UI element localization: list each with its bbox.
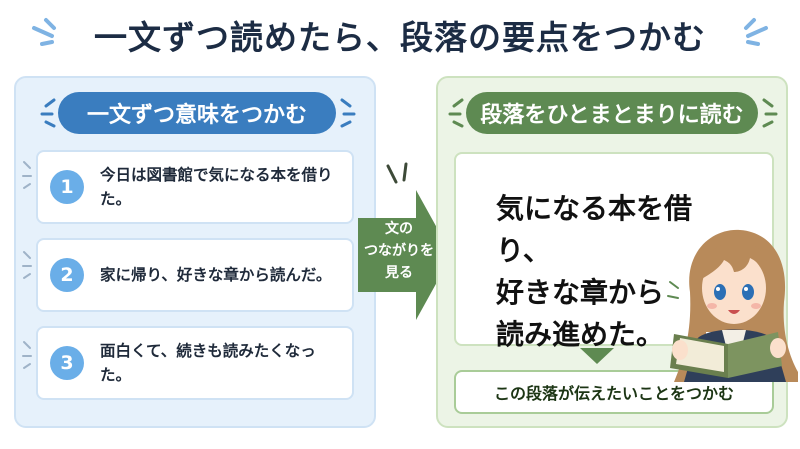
- emphasis-ticks-icon: [762, 98, 778, 128]
- sentence-panel: 一文ずつ意味をつかむ 1 今日は図書館で気になる本を借りた。 2 家に帰り、好き…: [14, 76, 376, 428]
- emphasis-ticks-icon: [386, 162, 408, 184]
- conclusion-box: この段落が伝えたいことをつかむ: [454, 370, 774, 414]
- step-text: 家に帰り、好きな章から読んだ。: [100, 266, 332, 284]
- connection-arrow: [358, 190, 452, 320]
- sentence-heading: 一文ずつ意味をつかむ: [58, 92, 336, 134]
- sentence-step-3: 3 面白くて、続きも読みたくなった。: [36, 326, 354, 400]
- emphasis-ticks-icon: [22, 341, 32, 369]
- arrow-label: 文の つながりを 見る: [364, 221, 434, 281]
- step-text: 面白くて、続きも読みたくなった。: [100, 342, 316, 384]
- paragraph-box: 気になる本を借り、 好きな章から 読み進めた。: [454, 152, 774, 351]
- step-number: 2: [50, 258, 84, 292]
- sentence-step-2: 2 家に帰り、好きな章から読んだ。: [36, 238, 354, 312]
- emphasis-ticks-icon: [22, 251, 32, 279]
- spark-lines-icon: [16, 14, 60, 54]
- step-number: 1: [50, 170, 84, 204]
- step-text: 今日は図書館で気になる本を借りた。: [100, 166, 333, 208]
- girl-reading-illustration: [667, 229, 798, 382]
- title-bar: 一文ずつ読めたら、段落の要点をつかむ: [0, 4, 800, 66]
- paragraph-panel: 段落をひとまとまりに読む 気になる本を借り、 好きな章から 読み進めた。 この段…: [436, 76, 788, 428]
- page-title: 一文ずつ読めたら、段落の要点をつかむ: [94, 18, 706, 57]
- emphasis-ticks-icon: [40, 98, 56, 128]
- step-number: 3: [50, 346, 84, 380]
- emphasis-ticks-icon: [340, 98, 356, 128]
- spark-lines-icon: [740, 14, 784, 54]
- paragraph-heading: 段落をひとまとまりに読む: [466, 92, 758, 134]
- triangle-down-icon: [580, 348, 614, 364]
- emphasis-ticks-icon: [448, 98, 464, 128]
- paragraph-text: 気になる本を借り、 好きな章から 読み進めた。: [496, 192, 693, 351]
- emphasis-ticks-icon: [22, 161, 32, 189]
- sentence-step-1: 1 今日は図書館で気になる本を借りた。: [36, 150, 354, 224]
